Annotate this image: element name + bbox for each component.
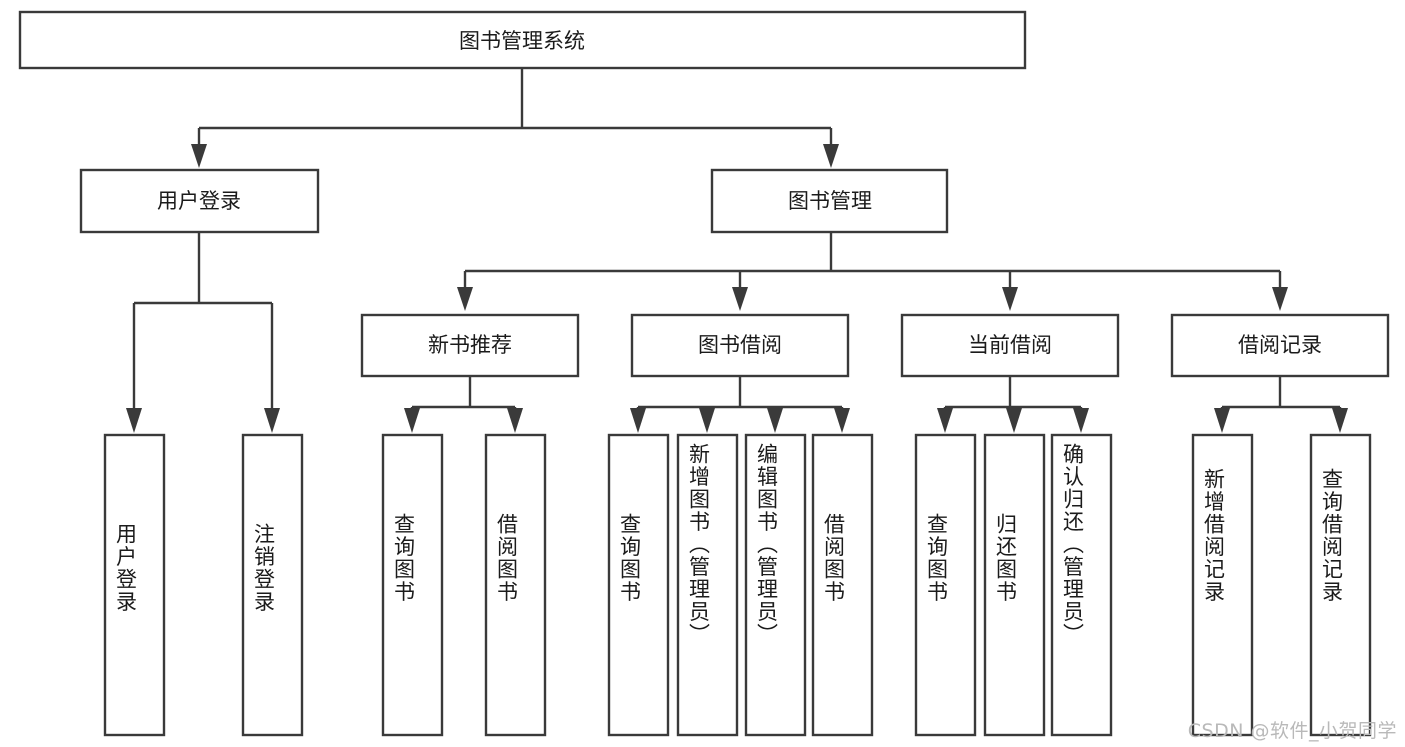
connector-group-current-borrow bbox=[937, 376, 1089, 433]
leaf-box-book-borrow-2[interactable] bbox=[676, 433, 739, 737]
node-current-borrow[interactable]: 当前借阅 bbox=[900, 313, 1120, 378]
node-borrow-record[interactable]: 借阅记录 bbox=[1170, 313, 1390, 378]
arrowhead-leaf-current-borrow-2 bbox=[1006, 408, 1022, 433]
node-root-box[interactable] bbox=[18, 10, 1027, 70]
node-root-label: 图书管理系统 bbox=[459, 29, 585, 53]
node-book-borrow-box[interactable] bbox=[630, 313, 850, 378]
node-current-borrow-box[interactable] bbox=[900, 313, 1120, 378]
leaf-box-new-book-1[interactable] bbox=[381, 433, 444, 737]
arrowhead-borrow-record bbox=[1272, 287, 1288, 311]
connector-group-borrow-record bbox=[1214, 376, 1348, 433]
leaf-box-book-borrow-1[interactable] bbox=[607, 433, 670, 737]
arrowhead-current-borrow bbox=[1002, 287, 1018, 311]
arrowhead-leaf-book-borrow-4 bbox=[834, 408, 850, 433]
leaf-box-current-borrow-2[interactable] bbox=[983, 433, 1046, 737]
arrowhead-leaf-user-login-1 bbox=[126, 408, 142, 433]
arrowhead-leaf-book-borrow-3 bbox=[767, 408, 783, 433]
node-borrow-record-box[interactable] bbox=[1170, 313, 1390, 378]
leaf-box-current-borrow-1[interactable] bbox=[914, 433, 977, 737]
leaf-box-user-login-1[interactable] bbox=[103, 433, 166, 737]
connector-group-book-mgmt bbox=[457, 232, 1288, 311]
arrowhead-book-mgmt bbox=[823, 144, 839, 168]
node-root[interactable]: 图书管理系统 bbox=[18, 10, 1027, 70]
node-current-borrow-label: 当前借阅 bbox=[968, 333, 1052, 357]
connector-group-book-borrow bbox=[630, 376, 850, 433]
arrowhead-leaf-new-book-2 bbox=[507, 408, 523, 433]
node-user-login[interactable]: 用户登录 bbox=[79, 168, 320, 234]
arrowhead-leaf-book-borrow-1 bbox=[630, 408, 646, 433]
node-borrow-record-label: 借阅记录 bbox=[1238, 333, 1322, 357]
arrowhead-leaf-borrow-record-1 bbox=[1214, 408, 1230, 433]
node-book-management[interactable]: 图书管理 bbox=[710, 168, 949, 234]
node-book-management-box[interactable] bbox=[710, 168, 949, 234]
arrowhead-leaf-current-borrow-1 bbox=[937, 408, 953, 433]
arrowhead-new-book bbox=[457, 287, 473, 311]
leaf-box-user-login-2[interactable] bbox=[241, 433, 304, 737]
arrowhead-leaf-borrow-record-2 bbox=[1332, 408, 1348, 433]
node-user-login-label: 用户登录 bbox=[157, 189, 241, 213]
arrowhead-leaf-new-book-1 bbox=[404, 408, 420, 433]
leaf-box-new-book-2[interactable] bbox=[484, 433, 547, 737]
leaf-box-book-borrow-3[interactable] bbox=[744, 433, 807, 737]
leaf-box-borrow-record-1[interactable] bbox=[1191, 433, 1254, 737]
csdn-watermark: CSDN @软件_小贺同学 bbox=[1187, 720, 1397, 742]
node-new-book-recommend-label: 新书推荐 bbox=[428, 333, 512, 357]
arrowhead-leaf-book-borrow-2 bbox=[699, 408, 715, 433]
connector-group-user-login bbox=[126, 232, 280, 433]
leaf-box-current-borrow-3[interactable] bbox=[1050, 433, 1113, 737]
arrowhead-user-login bbox=[191, 144, 207, 168]
leaf-box-borrow-record-2[interactable] bbox=[1309, 433, 1372, 737]
node-book-borrow[interactable]: 图书借阅 bbox=[630, 313, 850, 378]
node-user-login-box[interactable] bbox=[79, 168, 320, 234]
node-new-book-recommend[interactable]: 新书推荐 bbox=[360, 313, 580, 378]
arrowhead-leaf-current-borrow-3 bbox=[1073, 408, 1089, 433]
connector-group-root bbox=[191, 68, 839, 168]
arrowhead-leaf-user-login-2 bbox=[264, 408, 280, 433]
node-new-book-recommend-box[interactable] bbox=[360, 313, 580, 378]
arrowhead-book-borrow bbox=[732, 287, 748, 311]
leaf-box-book-borrow-4[interactable] bbox=[811, 433, 874, 737]
node-book-management-label: 图书管理 bbox=[788, 189, 872, 213]
connector-group-new-book bbox=[404, 376, 523, 433]
node-book-borrow-label: 图书借阅 bbox=[698, 333, 782, 357]
